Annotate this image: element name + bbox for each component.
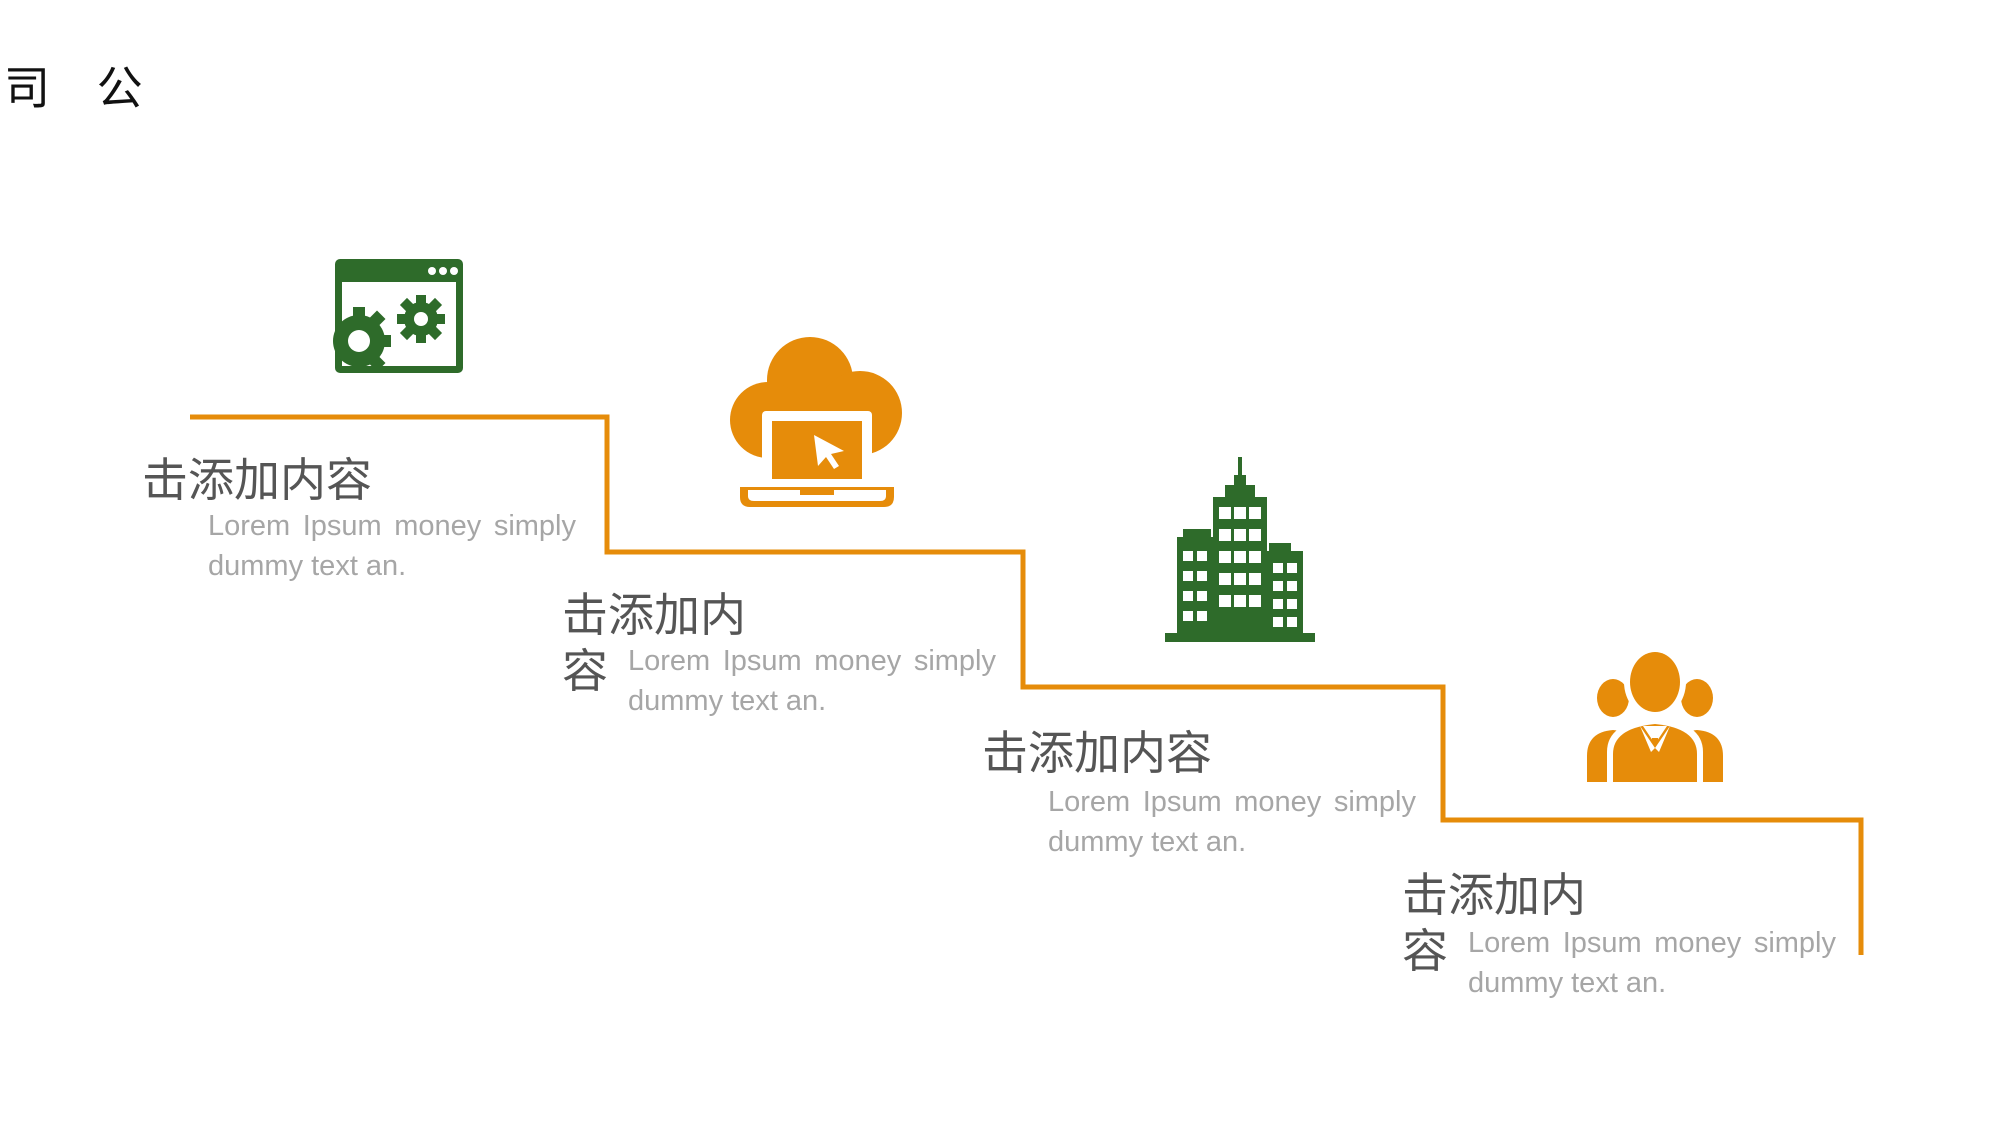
step-1-heading: 击添加内容 (142, 453, 372, 507)
cloud-laptop-cursor-icon (730, 337, 902, 507)
step-2-description: Lorem Ipsum money simply dummy text an. (628, 645, 996, 717)
city-buildings-icon (1165, 457, 1315, 642)
step-4-heading: 击添加内容 (1402, 868, 1586, 978)
browser-settings-gear-icon (333, 259, 463, 373)
step-4-description: Lorem Ipsum money simply dummy text an. (1468, 927, 1836, 999)
step-3-description: Lorem Ipsum money simply dummy text an. (1048, 786, 1416, 858)
step-1-description: Lorem Ipsum money simply dummy text an. (208, 510, 576, 582)
page-title: 司 公 (4, 61, 159, 115)
step-2-heading: 击添加内容 (562, 588, 746, 698)
step-3-heading: 击添加内容 (982, 726, 1212, 780)
business-team-icon (1587, 648, 1723, 782)
